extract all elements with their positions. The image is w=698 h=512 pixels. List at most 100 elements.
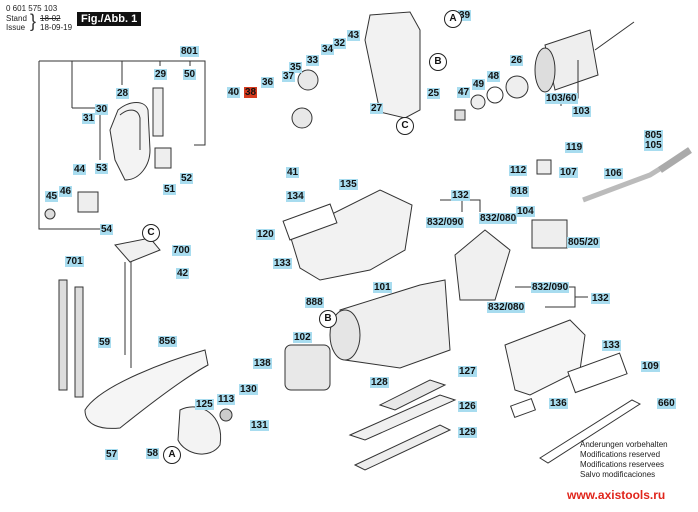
part-label[interactable]: 25 — [427, 88, 441, 99]
part-label[interactable]: 53 — [95, 163, 109, 174]
part-label[interactable]: 33 — [306, 55, 320, 66]
part-label[interactable]: 48 — [487, 71, 501, 82]
part-label[interactable]: 44 — [73, 164, 87, 175]
part-label[interactable]: 136 — [549, 398, 568, 409]
part-label[interactable]: 135 — [339, 179, 358, 190]
reference-marker: A — [163, 446, 181, 464]
part-label[interactable]: 129 — [458, 427, 477, 438]
part-label[interactable]: 54 — [100, 224, 114, 235]
note-line: Modifications reservees — [580, 460, 665, 469]
part-label[interactable]: 132 — [451, 190, 470, 201]
part-label[interactable]: 112 — [509, 165, 528, 176]
part-label[interactable]: 133 — [273, 258, 292, 269]
part-label[interactable]: 120 — [256, 229, 275, 240]
part-label[interactable]: 818 — [510, 186, 529, 197]
part-136-label — [509, 397, 537, 419]
part-label[interactable]: 127 — [458, 366, 477, 377]
part-label[interactable]: 801 — [180, 46, 199, 57]
part-label[interactable]: 128 — [370, 377, 389, 388]
part-26-bearing — [505, 75, 529, 99]
part-label[interactable]: 101 — [373, 282, 392, 293]
part-label[interactable]: 105 — [644, 140, 663, 151]
part-label[interactable]: 36 — [261, 77, 275, 88]
part-label[interactable]: 49 — [472, 79, 486, 90]
part-label[interactable]: 27 — [370, 103, 384, 114]
part-127-guide — [378, 379, 447, 411]
part-label[interactable]: 37 — [282, 71, 296, 82]
part-label[interactable]: 103/60 — [545, 93, 578, 104]
part-label[interactable]: 47 — [457, 87, 471, 98]
part-label[interactable]: 52 — [180, 173, 194, 184]
part-label[interactable]: 126 — [458, 401, 477, 412]
part-48-washer — [486, 86, 504, 104]
part-label[interactable]: 102 — [293, 332, 312, 343]
part-label[interactable]: 103 — [572, 106, 591, 117]
part-label[interactable]: 45 — [45, 191, 59, 202]
website-link[interactable]: www.axistools.ru — [567, 488, 666, 502]
part-label[interactable]: 26 — [510, 55, 524, 66]
part-label[interactable]: 130 — [239, 384, 258, 395]
part-label[interactable]: 138 — [253, 358, 272, 369]
part-label[interactable]: 38 — [244, 87, 258, 98]
part-label[interactable]: 832/080 — [487, 302, 526, 313]
part-label[interactable]: 119 — [565, 142, 584, 153]
part-49-ring — [470, 94, 486, 110]
part-label[interactable]: 46 — [59, 186, 73, 197]
part-label[interactable]: 41 — [286, 167, 300, 178]
part-label[interactable]: 109 — [641, 361, 660, 372]
part-701-blade — [58, 279, 68, 391]
part-700-bracket — [114, 237, 161, 263]
issue-label: Issue — [6, 23, 26, 32]
note-line: Änderungen vorbehalten — [580, 440, 668, 449]
part-label[interactable]: 58 — [146, 448, 160, 459]
part-label[interactable]: 29 — [154, 69, 168, 80]
part-label[interactable]: 132 — [591, 293, 610, 304]
part-label[interactable]: 106 — [604, 168, 623, 179]
part-label[interactable]: 34 — [321, 44, 335, 55]
part-label[interactable]: 660 — [657, 398, 676, 409]
stand-date: 18-02 — [40, 14, 61, 23]
part-label[interactable]: 30 — [95, 104, 109, 115]
modifications-note: Änderungen vorbehalten Modifications res… — [580, 440, 668, 480]
part-label[interactable]: 51 — [163, 184, 177, 195]
part-label[interactable]: 856 — [158, 336, 177, 347]
part-120-label — [282, 203, 338, 241]
reference-marker: B — [429, 53, 447, 71]
part-label[interactable]: 42 — [176, 268, 190, 279]
reference-marker: C — [396, 117, 414, 135]
part-label[interactable]: 888 — [305, 297, 324, 308]
note-line: Salvo modificaciones — [580, 470, 656, 479]
part-label[interactable]: 125 — [195, 399, 214, 410]
part-label[interactable]: 107 — [559, 167, 578, 178]
part-label[interactable]: 50 — [183, 69, 197, 80]
brace-icon: } — [30, 11, 37, 31]
part-109-label — [567, 352, 628, 394]
part-label[interactable]: 40 — [227, 87, 241, 98]
part-label[interactable]: 832/090 — [531, 282, 570, 293]
part-label[interactable]: 113 — [217, 394, 236, 405]
issue-date: 18-09-19 — [40, 23, 73, 32]
part-label[interactable]: 59 — [98, 337, 112, 348]
part-label[interactable]: 131 — [250, 420, 269, 431]
reference-marker: B — [319, 310, 337, 328]
part-label[interactable]: 832/080 — [479, 213, 518, 224]
part-label[interactable]: 701 — [65, 256, 84, 267]
part-label[interactable]: 31 — [82, 113, 96, 124]
part-label[interactable]: 133 — [602, 340, 621, 351]
part-label[interactable]: 39 — [458, 10, 472, 21]
part-label[interactable]: 43 — [347, 30, 361, 41]
part-label[interactable]: 805/20 — [567, 237, 600, 248]
part-label[interactable]: 57 — [105, 449, 119, 460]
part-133-handle-cover — [289, 189, 413, 281]
part-label[interactable]: 35 — [289, 62, 303, 73]
part-129-guide — [353, 424, 452, 471]
part-label[interactable]: 805 — [644, 130, 663, 141]
part-label[interactable]: 28 — [116, 88, 130, 99]
part-label[interactable]: 104 — [516, 206, 535, 217]
part-label[interactable]: 134 — [286, 191, 305, 202]
part-label[interactable]: 700 — [172, 245, 191, 256]
part-47-sleeve — [454, 109, 466, 121]
part-label[interactable]: 832/090 — [426, 217, 465, 228]
document-number: 0 601 575 103 — [6, 4, 58, 13]
part-label[interactable]: 32 — [333, 38, 347, 49]
